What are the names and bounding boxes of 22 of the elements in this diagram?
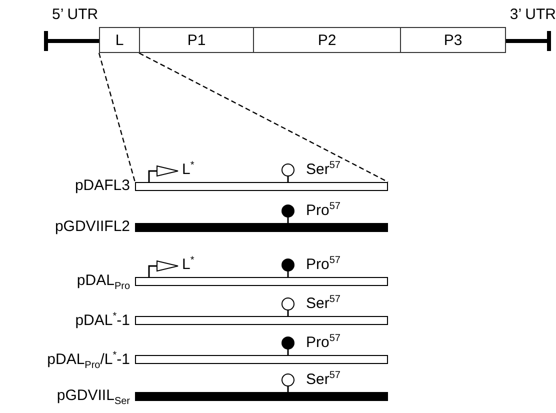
residue-label: Pro$^{57}$ xyxy=(306,256,340,272)
construct-name: pDAL$^{*}$-1 xyxy=(75,312,130,328)
gene-segment-box: L xyxy=(99,27,140,53)
construct-name: pDAL$_{Pro}$ xyxy=(76,273,130,292)
residue-label: Ser$^{57}$ xyxy=(306,295,340,311)
construct-name: pGDVIIFL2 xyxy=(54,219,130,234)
residue-label: Pro$^{57}$ xyxy=(306,202,340,218)
utr-label: 5’ UTR xyxy=(52,7,98,22)
promoter-label: L$^{*}$ xyxy=(182,161,194,177)
residue-label: Ser$^{57}$ xyxy=(306,161,340,177)
utr-label: 3’ UTR xyxy=(510,7,556,22)
construct-name: pGDVIIL$_{Ser}$ xyxy=(56,388,130,407)
construct-name: pDAL$_{Pro}$/L$^{*}$-1 xyxy=(47,351,130,371)
residue-label: Pro$^{57}$ xyxy=(306,334,340,350)
promoter-label: L$^{*}$ xyxy=(182,256,194,272)
gene-segment-box: P1 xyxy=(139,27,254,53)
gene-segment-box: P3 xyxy=(400,27,506,53)
residue-label: Ser$^{57}$ xyxy=(306,371,340,387)
gene-segment-box: P2 xyxy=(253,27,401,53)
construct-name: pDAFL3 xyxy=(74,178,130,193)
dashed-zoom-line xyxy=(138,52,388,183)
dashed-zoom-line xyxy=(98,52,136,182)
